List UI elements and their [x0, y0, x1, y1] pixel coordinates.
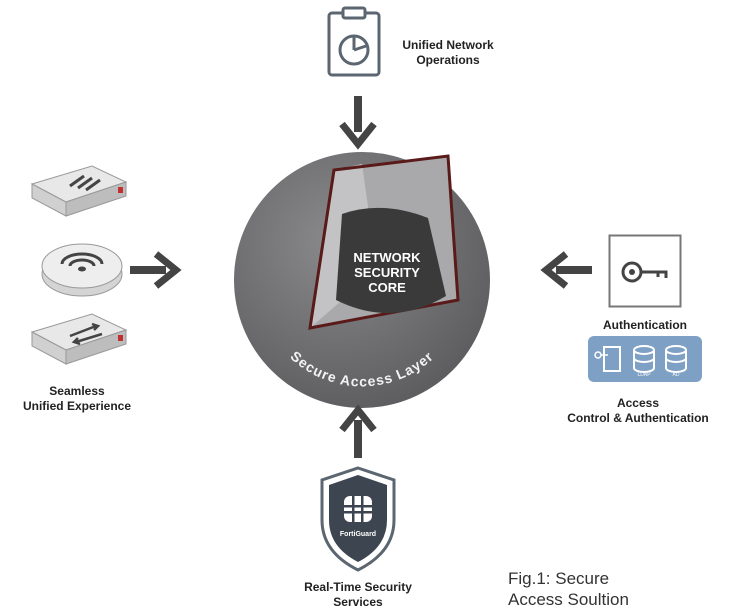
- figure-caption: Fig.1: Secure Access Soultion: [508, 568, 708, 610]
- core-line2: SECURITY: [354, 265, 420, 280]
- security-sphere: NETWORK SECURITY CORE Secure Access Laye…: [232, 150, 492, 410]
- fortiguard-shield-icon: FortiGuard: [318, 466, 398, 572]
- access-label-line1: Access: [616, 396, 660, 410]
- ad-tag: AD: [673, 372, 680, 378]
- left-label: Seamless Unified Experience: [2, 384, 152, 414]
- switch-device-icon: [26, 160, 130, 222]
- arrow-down-top: [338, 96, 378, 150]
- access-label-line2: Control & Authentication: [567, 411, 709, 425]
- arrow-right-left: [130, 250, 184, 290]
- ldap-database-icon: LDAP: [633, 345, 655, 378]
- auth-label: Authentication: [603, 318, 687, 332]
- clipboard-chart-icon: [326, 6, 382, 78]
- firewall-device-icon: [26, 308, 130, 370]
- key-icon: [608, 234, 682, 308]
- bottom-label: Real-Time Security Services: [283, 580, 433, 610]
- auth-panel: LDAP AD: [588, 336, 702, 382]
- core-line1: NETWORK: [353, 250, 421, 265]
- arrow-left-right: [538, 250, 592, 290]
- top-label: Unified Network Operations: [388, 38, 508, 68]
- access-point-icon: [40, 236, 124, 300]
- top-label-line2: Operations: [416, 53, 480, 67]
- caption-line2: Access Soultion: [508, 590, 629, 609]
- bottom-label-line1: Real-Time Security: [304, 580, 412, 594]
- top-label-line1: Unified Network: [402, 38, 494, 52]
- ad-database-icon: AD: [665, 345, 687, 378]
- access-label: Access Control & Authentication: [548, 396, 728, 426]
- caption-line1: Fig.1: Secure: [508, 569, 610, 588]
- left-label-line2: Unified Experience: [22, 399, 132, 413]
- core-line3: CORE: [368, 280, 406, 295]
- shield-text: FortiGuard: [340, 531, 376, 538]
- left-label-line1: Seamless: [49, 384, 105, 398]
- bottom-label-line2: Services: [333, 595, 383, 609]
- arrow-up-bottom: [338, 404, 378, 458]
- ldap-tag: LDAP: [637, 372, 651, 378]
- door-key-icon: [594, 346, 621, 372]
